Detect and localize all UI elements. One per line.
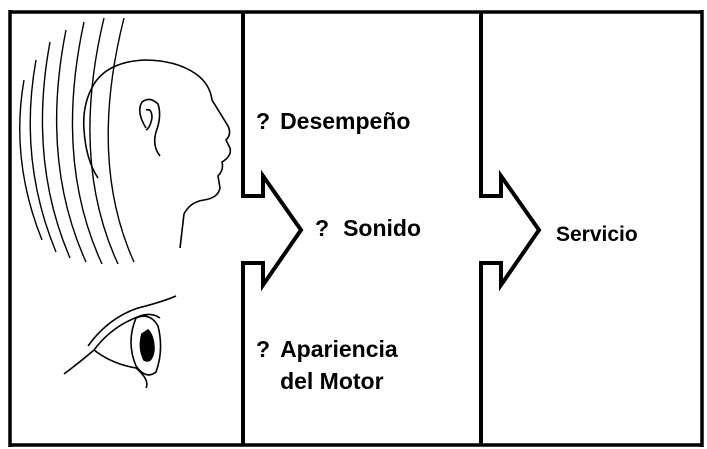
divider-arrow-2 bbox=[479, 12, 542, 445]
sound-label: ? Sonido bbox=[315, 214, 421, 243]
question-mark: ? bbox=[256, 336, 271, 362]
sound-waves bbox=[19, 17, 135, 265]
performance-label: ? Desempeño bbox=[256, 107, 410, 136]
performance-text: Desempeño bbox=[280, 108, 411, 134]
ear-inner bbox=[145, 108, 153, 131]
ear bbox=[138, 98, 161, 157]
question-mark: ? bbox=[315, 215, 330, 241]
eye-globe bbox=[130, 315, 162, 376]
sound-text: Sonido bbox=[343, 215, 421, 241]
service-text: Servicio bbox=[556, 223, 638, 246]
lower-lid bbox=[93, 349, 148, 389]
service-label: Servicio bbox=[556, 222, 638, 248]
question-mark: ? bbox=[256, 108, 271, 134]
eyebrow-lid bbox=[87, 295, 177, 347]
outer-frame bbox=[8, 10, 704, 447]
head-outline bbox=[82, 59, 232, 249]
head-with-sound-waves-icon bbox=[19, 17, 232, 265]
appearance-label: ? Apariencia del Motor bbox=[256, 333, 398, 397]
appearance-text-line-1: Apariencia bbox=[280, 336, 398, 362]
iris bbox=[139, 328, 155, 362]
eye-icon bbox=[63, 295, 177, 389]
divider-arrow-1 bbox=[241, 12, 304, 445]
lash-line bbox=[63, 349, 95, 375]
appearance-text-line-2: del Motor bbox=[280, 368, 384, 394]
